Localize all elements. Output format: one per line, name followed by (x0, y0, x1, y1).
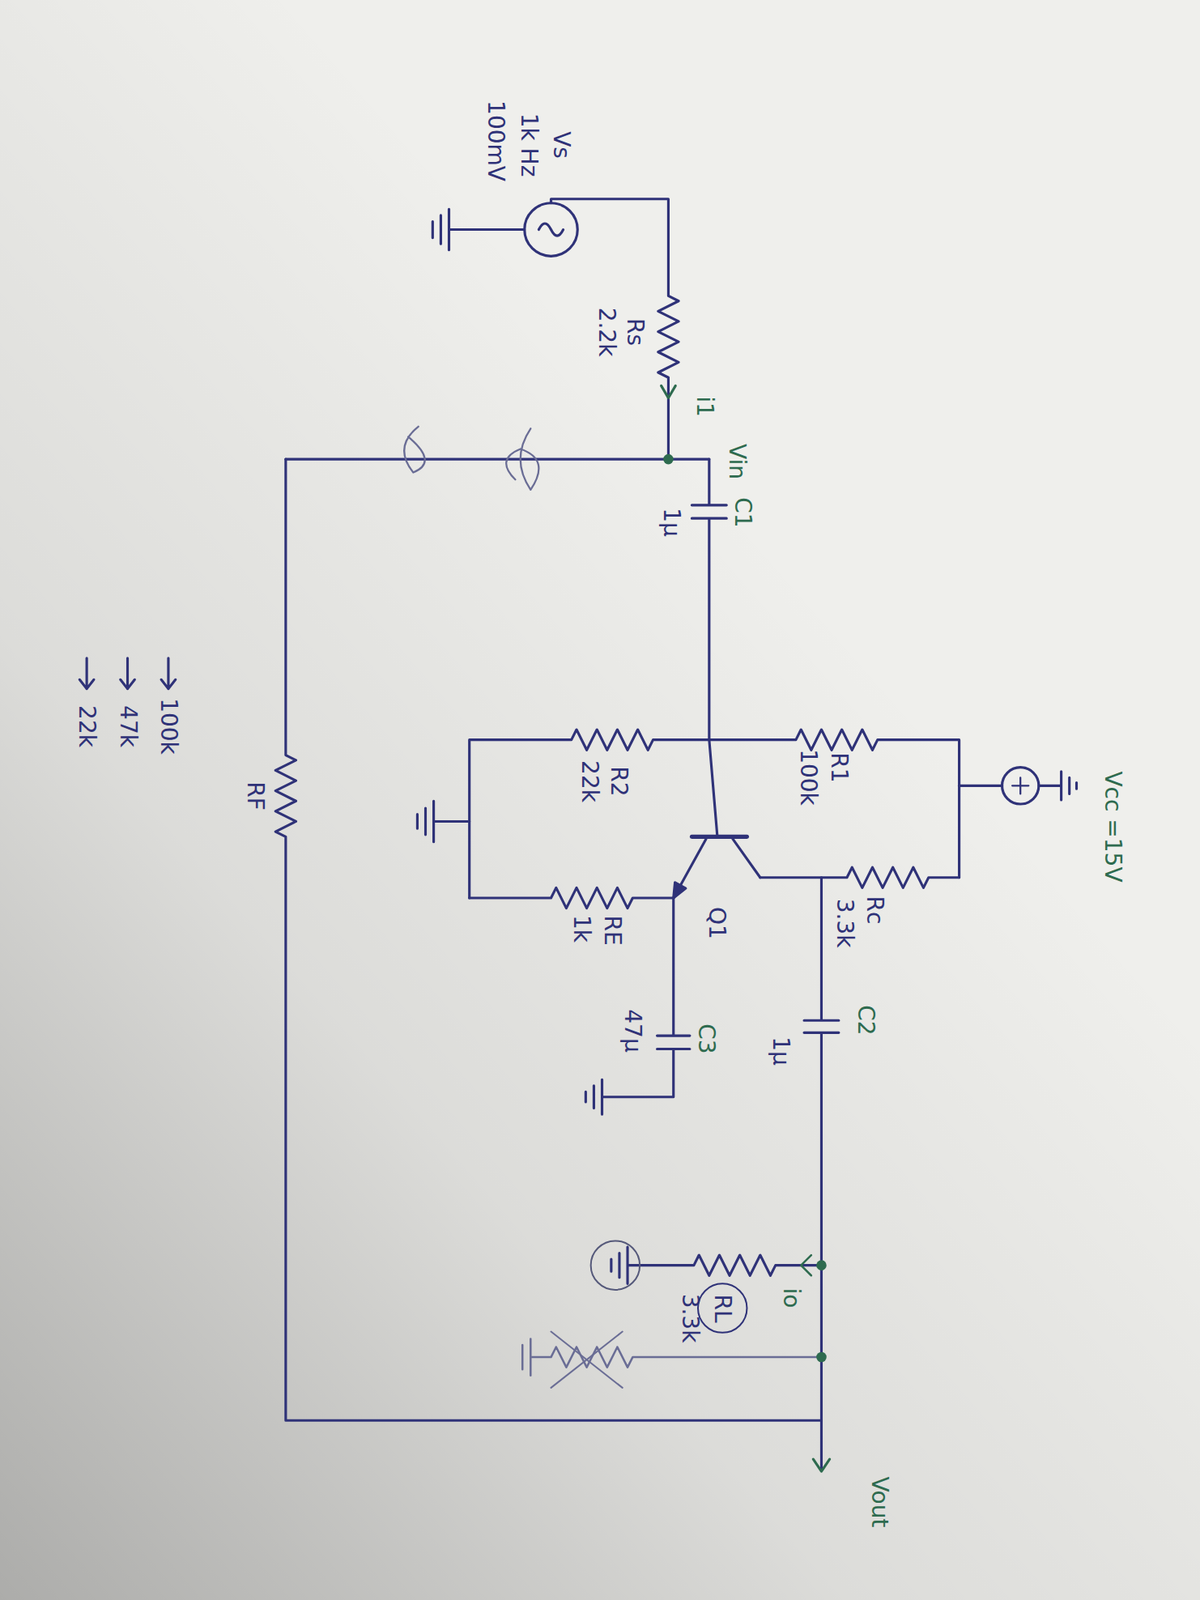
list-arrow (79, 658, 175, 690)
source-frequency: 1k Hz (517, 113, 541, 178)
part-name: C2 (854, 1005, 877, 1036)
part-value: 47µ (621, 1008, 644, 1052)
ground-symbol (432, 208, 524, 250)
dc-source-symbol (1002, 767, 1039, 805)
part-value: 3.3k (833, 898, 856, 949)
value-note: 22k (75, 705, 98, 748)
ac-source-symbol (524, 203, 579, 257)
signal-name: Vin (725, 443, 749, 480)
part-name: R1 (827, 752, 851, 783)
emitter-arrow (673, 882, 686, 898)
part-name: C1 (731, 497, 754, 528)
resistor-symbol (469, 887, 674, 908)
capacitor-symbol (585, 897, 690, 1115)
capacitor-symbol (691, 459, 727, 837)
capacitor-symbol (804, 877, 839, 1470)
part-name: RL (710, 1293, 734, 1323)
circle-mark (591, 1240, 640, 1290)
junction-dot (663, 454, 674, 465)
part-name: Q1 (705, 907, 728, 941)
scribble (404, 426, 539, 490)
current-arrow (661, 385, 677, 398)
resistor-symbol (551, 199, 680, 460)
part-name: R2 (607, 766, 630, 797)
value-note: 47k (116, 705, 140, 748)
part-name: Rs (623, 318, 647, 346)
wire (959, 784, 1003, 788)
signal-name: Vout (868, 1476, 891, 1528)
value-note: 100k (157, 697, 180, 755)
resistor-symbol (760, 867, 960, 888)
signal-name: io (779, 1288, 803, 1309)
part-value: 1k (570, 914, 593, 943)
ground-symbol (1038, 771, 1077, 800)
resistor-symbol (709, 729, 960, 878)
junction-dot (816, 1352, 827, 1363)
part-value: 2.2k (595, 306, 618, 357)
transistor-symbol (673, 838, 761, 898)
circle-mark (697, 1283, 747, 1332)
part-name: RF (243, 781, 267, 811)
resistor-symbol (469, 729, 710, 898)
supply-label: Vcc =15V (1101, 770, 1124, 882)
part-name: Vs (549, 131, 573, 159)
part-value: 1µ (769, 1036, 792, 1066)
plus-sign (1012, 777, 1029, 794)
ground-symbol (417, 800, 469, 842)
signal-name: i1 (693, 395, 716, 418)
junction-dot (816, 1259, 827, 1271)
transistor-symbol (691, 834, 747, 839)
part-value: 100k (796, 748, 820, 806)
wire (285, 458, 710, 461)
part-value: 1µ (659, 507, 683, 537)
part-name: RE (600, 915, 624, 946)
part-value: 3.3k (678, 1293, 702, 1344)
part-name: Rc (863, 896, 886, 925)
sine-symbol (538, 223, 563, 236)
resistor-symbol (275, 459, 822, 1421)
part-name: C3 (694, 1023, 718, 1054)
current-arrow (800, 1255, 812, 1276)
cross-out (551, 1331, 623, 1388)
part-value: 22k (578, 760, 601, 803)
resistor-symbol (611, 1246, 822, 1284)
source-amplitude: 100mV (484, 100, 507, 182)
output-arrow (812, 1459, 830, 1472)
